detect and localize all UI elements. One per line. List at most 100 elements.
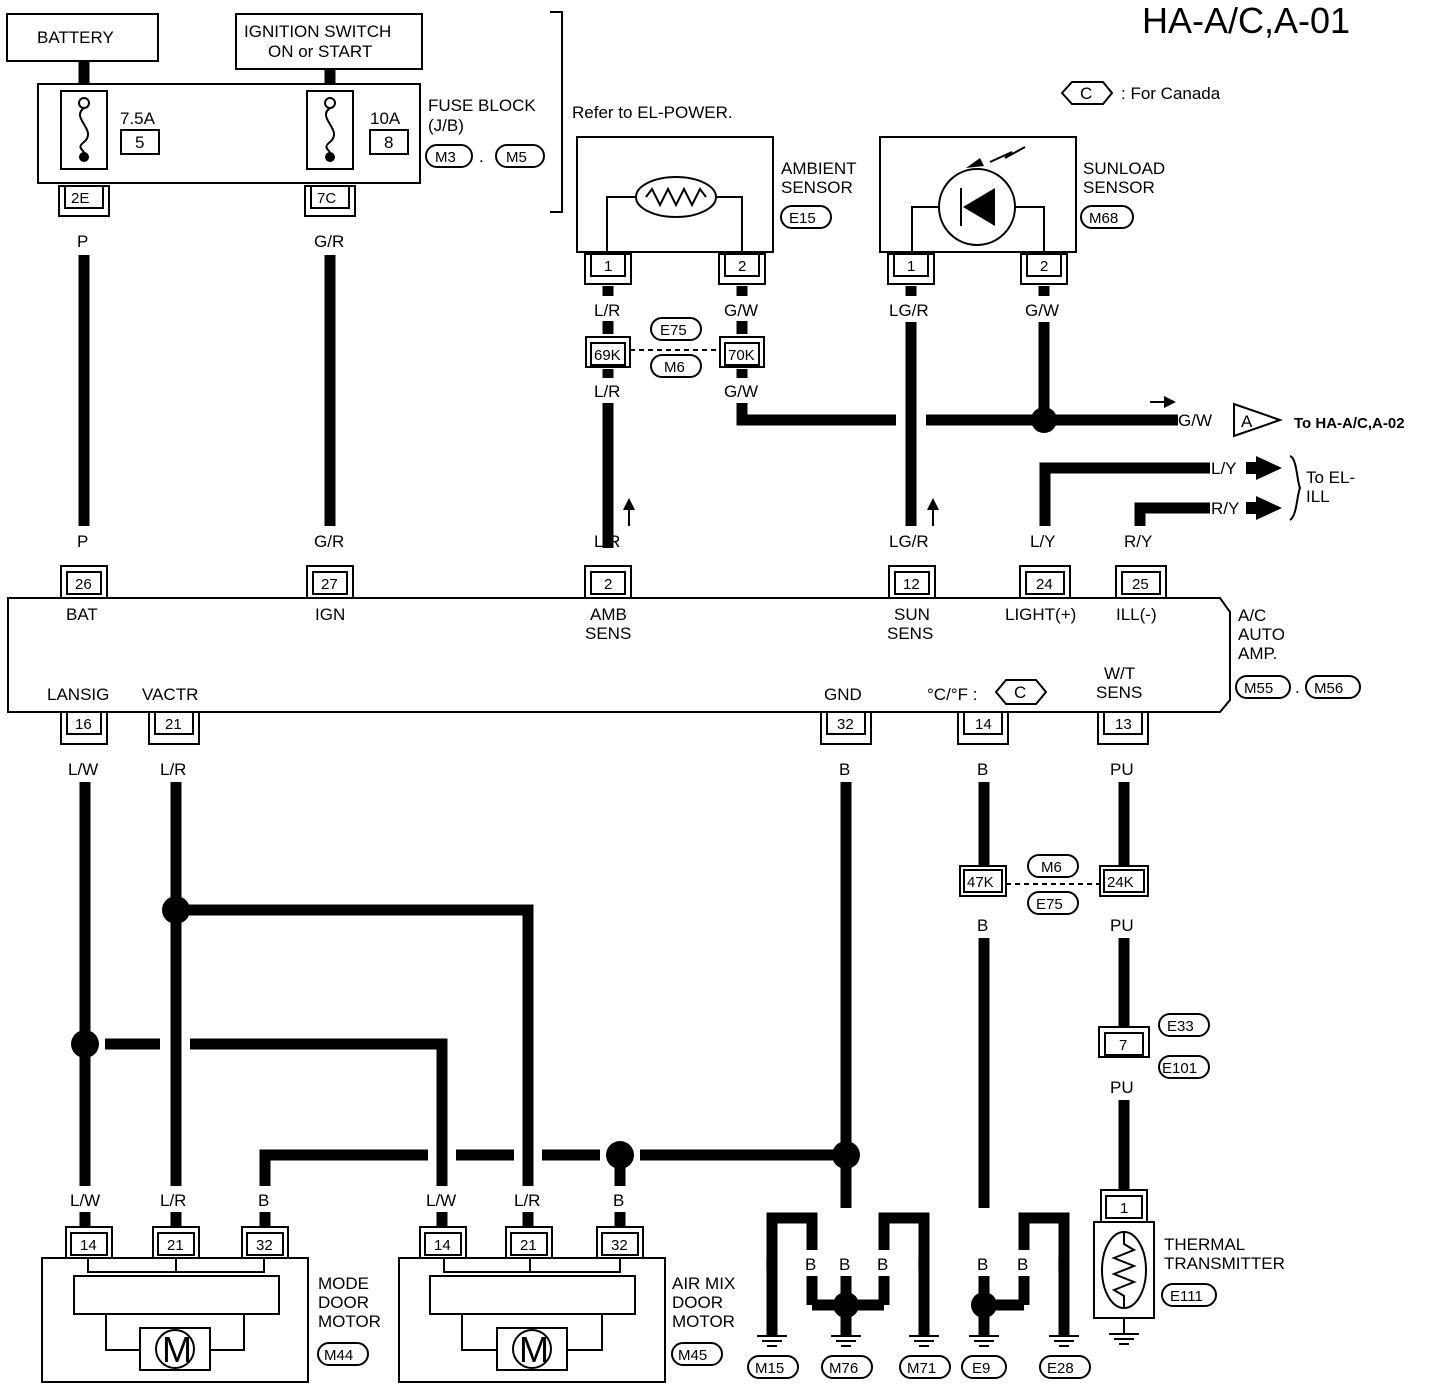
mode-door-motor-wires: L/W L/R B [70,1191,271,1226]
joint-69k: 69K [594,347,621,364]
wire-label-gw-amb-1: G/W [724,301,758,320]
terminal-2e: 2E [71,190,89,207]
fuse-8 [306,90,354,170]
connector-7: 7 [1119,1037,1127,1054]
refer-el-power: Refer to EL-POWER. [572,103,733,122]
gnd-wire-b-2: B [805,1255,816,1274]
fuse-8-number: 8 [384,133,393,152]
connector-e33: E33 [1167,1018,1194,1035]
legend-code: C [1080,84,1092,103]
sunload-sensor-label-1: SUNLOAD [1083,159,1165,178]
amp-amb-1: AMB [590,605,627,624]
amp-top-terminals [60,565,1167,599]
amp-pin-14: 14 [975,716,992,733]
thermal-pin-1: 1 [1120,1200,1128,1217]
amp-ill: ILL(-) [1116,605,1157,624]
fuse-block-label-1: FUSE BLOCK [428,96,536,115]
amp-bottom-terminals [60,711,1149,745]
joint-47k: 47K [967,874,994,891]
to-el-ill-1: To EL- [1306,468,1355,487]
splice-ground-e9 [971,1292,997,1318]
amp-pin-2: 2 [604,576,612,593]
thermal-label-1: THERMAL [1164,1235,1245,1254]
svg-text:.: . [479,147,484,166]
air-pin-14: 14 [434,1237,451,1254]
gnd-wire-b-5: B [917,1255,928,1274]
air-pin-32: 32 [611,1237,628,1254]
wire-label-lw-air: L/W [426,1191,456,1210]
wire-label-lr-amb-1: L/R [594,301,620,320]
amp-wt-2: SENS [1096,683,1142,702]
amp-lansig: LANSIG [47,685,109,704]
fuse-5-rating: 7.5A [120,109,156,128]
air-label-2: DOOR [672,1293,723,1312]
joint-conn-e75-top: E75 [660,322,687,339]
ignition-label-2: ON or START [268,42,372,61]
thermal-label-2: TRANSMITTER [1164,1254,1285,1273]
mode-pin-32: 32 [256,1237,273,1254]
amp-pin-16: 16 [75,716,92,733]
air-motor-m: M [519,1329,549,1370]
wire-label-gw-out: G/W [1178,411,1212,430]
mode-motor-m: M [162,1329,192,1370]
connector-e101: E101 [1162,1060,1197,1077]
mode-pin-21: 21 [167,1237,184,1254]
air-label-3: MOTOR [672,1312,735,1331]
ground-e9: E9 [972,1360,990,1377]
wire-label-lw-mode: L/W [70,1191,100,1210]
amp-bat: BAT [66,605,98,624]
to-ha-ac-a02: To HA-A/C,A-02 [1294,415,1405,432]
ignition-label-1: IGNITION SWITCH [244,22,391,41]
ground-e28: E28 [1047,1360,1074,1377]
to-el-ill-2: ILL [1306,487,1330,506]
amp-pin-26: 26 [75,576,92,593]
wire-label-ly-top: L/Y [1211,459,1237,478]
ambient-sensor-label-2: SENSOR [781,178,853,197]
joint-70k: 70K [728,347,755,364]
joint-conn-m6-bottom: M6 [1041,859,1062,876]
wire-label-ly-amp: L/Y [1030,532,1056,551]
gnd-wire-b-8: B [1057,1255,1068,1274]
connector-a-arrow [1233,402,1284,438]
joint-conn-m6-top: M6 [664,359,685,376]
gnd-wire-b-6: B [977,1255,988,1274]
amp-gnd: GND [824,685,862,704]
amp-conn-m55: M55 [1244,680,1273,697]
amp-name-2: AUTO [1238,625,1285,644]
amp-wt-1: W/T [1104,664,1135,683]
svg-text:.: . [1295,678,1300,697]
fuse-block-conn-m5: M5 [506,149,527,166]
mode-label-2: DOOR [318,1293,369,1312]
connector-a-label: A [1241,412,1253,431]
sunload-pin-1: 1 [907,258,915,275]
ground-m76: M76 [829,1360,858,1377]
air-conn-m45: M45 [678,1347,707,1364]
fuse-5-number: 5 [135,133,144,152]
wire-label-lgr-bottom: LG/R [889,532,929,551]
wire-label-lgr-top: LG/R [889,301,929,320]
amp-pin-25: 25 [1132,576,1149,593]
wire-label-b-gnd: B [839,760,850,779]
wire-label-b-cf-2: B [977,916,988,935]
wire-label-lw-amp: L/W [68,760,98,779]
amp-pin-12: 12 [903,576,920,593]
thermal-conn-e111: E111 [1170,1288,1203,1305]
wire-label-pu-wt-3: PU [1110,1078,1134,1097]
sunload-sensor [879,136,1077,253]
wire-label-p-bottom: P [77,532,88,551]
ground-m15: M15 [755,1360,784,1377]
fuse-block-conn-m3: M3 [435,149,456,166]
amp-cf-code: C [1014,683,1026,702]
mode-pin-14: 14 [80,1237,97,1254]
diagram-title: HA-A/C,A-01 [1142,0,1350,41]
wire-label-b-cf: B [977,760,988,779]
amp-cf: °C/°F : [927,685,977,704]
sunload-sensor-conn: M68 [1089,210,1118,227]
amp-pin-24: 24 [1036,576,1053,593]
amp-conn-m56: M56 [1314,680,1343,697]
fuse-block [37,83,421,184]
wire-label-ry-amp: R/Y [1124,532,1152,551]
legend-text: : For Canada [1121,84,1221,103]
air-label-1: AIR MIX [672,1274,735,1293]
